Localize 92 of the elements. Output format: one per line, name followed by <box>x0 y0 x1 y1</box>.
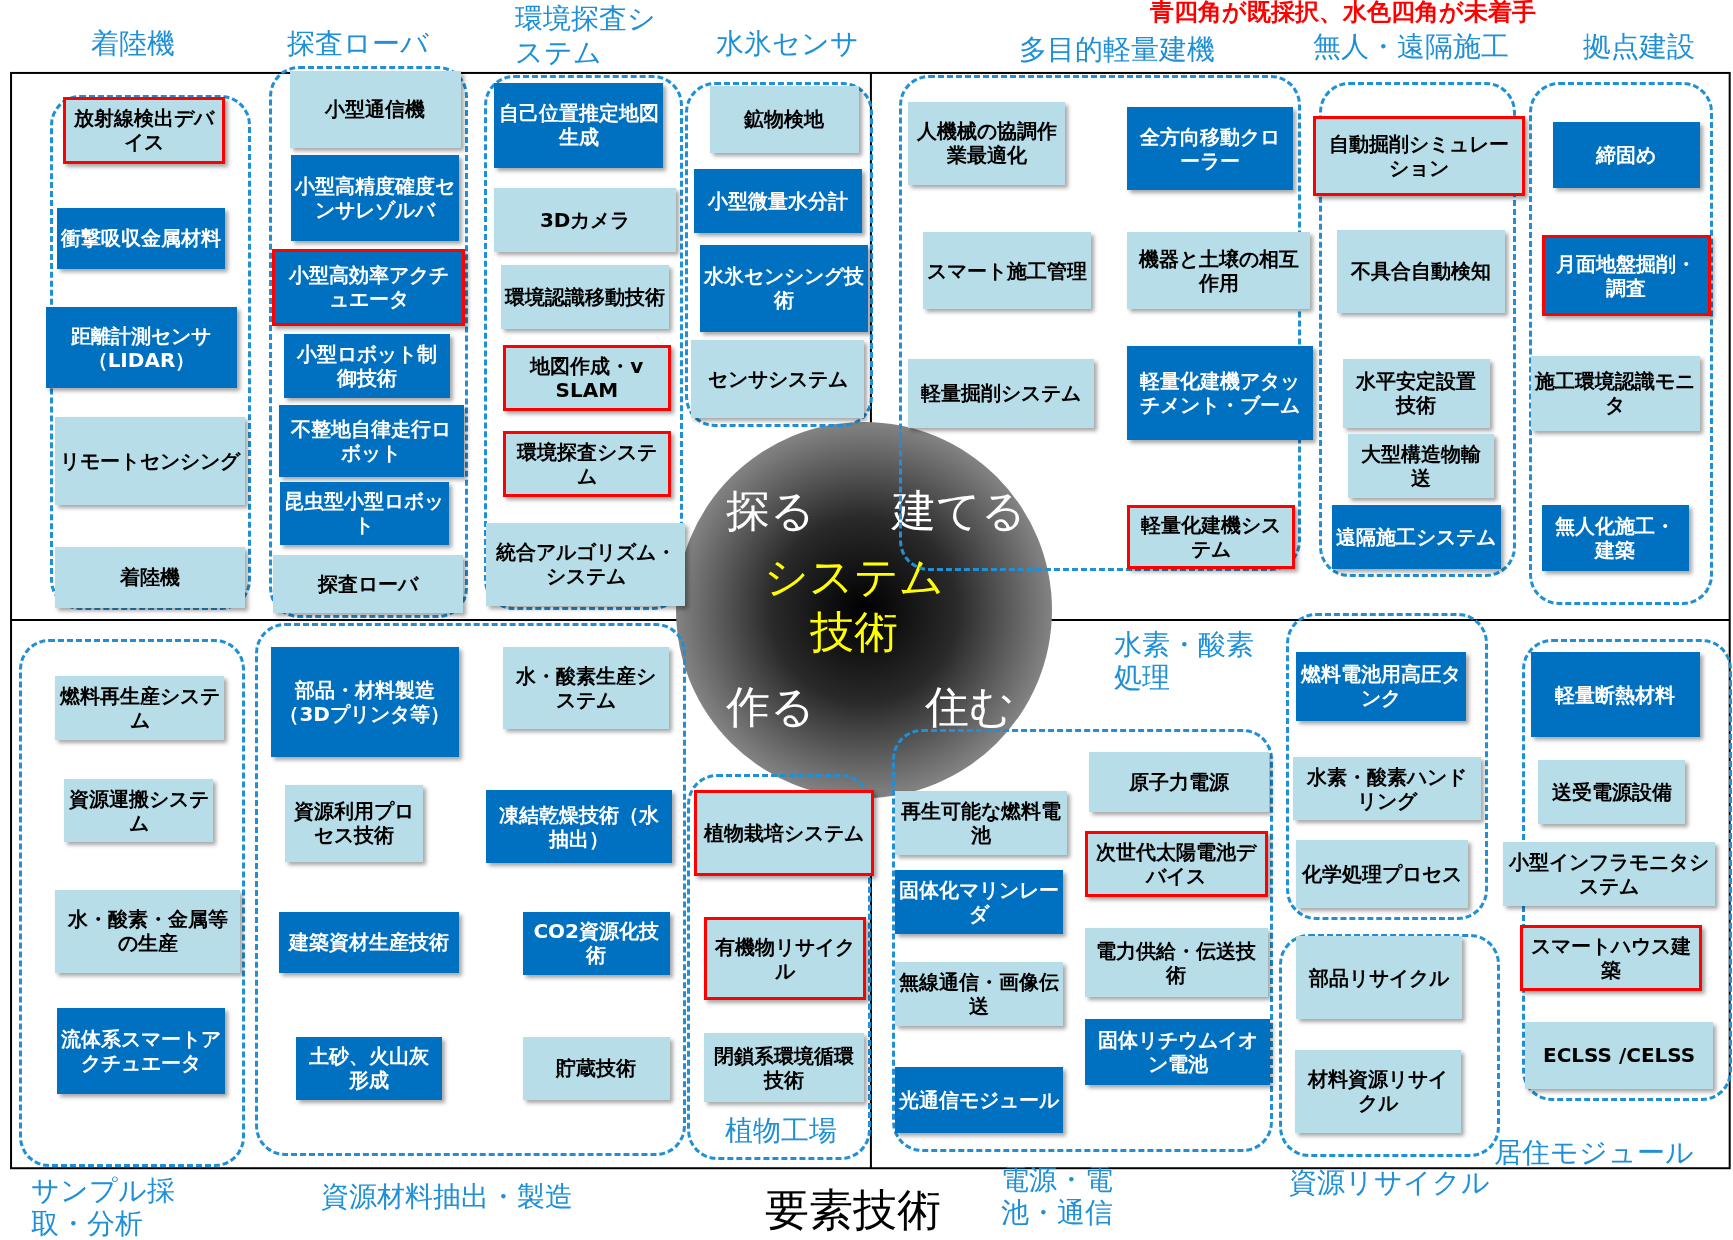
technology-box: ECLSS /CELSS <box>1525 1022 1714 1089</box>
group-label: 探査ローバ <box>287 26 431 61</box>
technology-box: 小型高精度確度センサレゾルバ <box>290 154 459 241</box>
group-label: 環境探査システム <box>515 2 657 70</box>
technology-box: 自動掘削シミュレーション <box>1313 116 1526 196</box>
technology-box: 原子力電源 <box>1088 751 1269 813</box>
technology-box: 締固め <box>1552 121 1700 188</box>
technology-box: 水氷センシング技術 <box>699 245 868 332</box>
dashed-group-frame <box>687 773 871 1161</box>
technology-box: 再生可能な燃料電池 <box>895 791 1067 856</box>
technology-box: 大型構造物輸送 <box>1348 434 1495 499</box>
technology-box: 昆虫型小型ロボット <box>279 481 449 545</box>
technology-box: 資源運搬システム <box>64 779 214 843</box>
technology-box: 光通信モジュール <box>895 1066 1064 1133</box>
technology-box: 固体リチウムイオン電池 <box>1085 1019 1270 1086</box>
technology-box: 小型通信機 <box>289 70 461 149</box>
group-label: 資源材料抽出・製造 <box>320 1180 574 1214</box>
group-label: 植物工場 <box>725 1114 838 1148</box>
group-label: 電源・電池・通信 <box>1001 1162 1115 1230</box>
technology-box: 部品・材料製造（3Dプリンタ等） <box>270 646 459 758</box>
technology-box: 統合アルゴリズム・システム <box>486 522 686 606</box>
technology-box: 閉鎖系環境循環技術 <box>704 1033 865 1102</box>
technology-box: 着陸機 <box>55 547 246 608</box>
technology-box: 小型微量水分計 <box>694 169 863 234</box>
technology-box: 無人化施工・建築 <box>1541 505 1689 572</box>
technology-box: 電力供給・伝送技術 <box>1085 928 1268 997</box>
technology-box: 水・酸素・金属等の生産 <box>55 889 240 973</box>
technology-box: 軽量断熱材料 <box>1530 652 1700 738</box>
bottom-title: 要素技術 <box>765 1188 941 1232</box>
technology-box: 遠隔施工システム <box>1331 505 1501 570</box>
technology-box: 地図作成・v SLAM <box>502 344 671 412</box>
technology-box: 施工環境認識モニタ <box>1530 355 1700 431</box>
technology-box: 流体系スマートアクチュエータ <box>57 1007 226 1095</box>
group-label: 居住モジュール <box>1494 1136 1696 1170</box>
technology-box: 部品リサイクル <box>1296 936 1463 1019</box>
technology-box: リモートセンシング <box>55 416 246 506</box>
technology-box: 次世代太陽電池デバイス <box>1085 831 1268 898</box>
technology-box: 資源利用プロセス技術 <box>285 784 424 863</box>
technology-box: スマート施工管理 <box>922 232 1091 310</box>
technology-box: 軽量掘削システム <box>908 359 1095 428</box>
technology-box: 月面地盤掘削・調査 <box>1541 235 1711 317</box>
hub-label: 作る <box>726 679 816 734</box>
technology-box: 植物栽培システム <box>694 790 875 877</box>
group-label: 拠点建設 <box>1582 29 1696 64</box>
group-label: 水氷センサ <box>716 26 861 61</box>
technology-box: センサシステム <box>690 340 865 418</box>
group-label: 資源リサイクル <box>1288 1166 1491 1200</box>
technology-box: 化学処理プロセス <box>1296 839 1468 909</box>
technology-box: スマートハウス建築 <box>1519 925 1703 992</box>
technology-box: 水素・酸素ハンドリング <box>1293 757 1481 821</box>
technology-box: 送受電源設備 <box>1538 760 1686 825</box>
technology-box: 小型高効率アクチュエータ <box>271 248 466 327</box>
hub-label: 探る <box>726 483 816 538</box>
technology-box: 鉱物検地 <box>709 86 859 153</box>
technology-box: 放射線検出デバイス <box>63 97 226 164</box>
technology-box: 自己位置推定地図生成 <box>494 82 664 168</box>
technology-box: 人機械の協調作業最適化 <box>908 101 1066 185</box>
technology-box: 軽量化建機アタッチメント・ブーム <box>1127 345 1313 440</box>
hub-label: システム技術 <box>763 550 946 660</box>
technology-box: 全方向移動クローラー <box>1127 107 1294 191</box>
technology-box: 探査ローバ <box>272 554 464 614</box>
technology-box: 燃料再生産システム <box>55 676 225 741</box>
technology-box: 環境探査システム <box>502 431 671 498</box>
group-label: 無人・遠隔施工 <box>1313 29 1510 64</box>
technology-box: 不具合自動検知 <box>1337 229 1506 313</box>
technology-box: 機器と土壌の相互作用 <box>1127 232 1310 310</box>
technology-box: 3Dカメラ <box>494 187 677 252</box>
hub-label: 建てる <box>891 483 1026 538</box>
technology-box: 無線通信・画像伝送 <box>895 961 1064 1026</box>
technology-box: 固体化マリンレーダ <box>895 869 1064 934</box>
technology-box: 軽量化建機システム <box>1127 505 1296 570</box>
technology-box: 衝撃吸収金属材料 <box>57 207 226 269</box>
technology-box: 不整地自律走行ロボット <box>278 404 465 478</box>
technology-box: 小型ロボット制御技術 <box>284 333 450 398</box>
technology-box: 凍結乾燥技術（水抽出） <box>486 790 672 864</box>
technology-box: 環境認識移動技術 <box>500 265 669 330</box>
technology-box: 土砂、火山灰形成 <box>296 1036 443 1100</box>
technology-box: CO2資源化技術 <box>522 911 670 975</box>
technology-box: 小型インフラモニタシステム <box>1503 842 1716 907</box>
group-label: サンプル採取・分析 <box>30 1173 176 1240</box>
group-label: 多目的軽量建機 <box>1019 33 1216 67</box>
technology-box: 建築資材生産技術 <box>278 911 459 973</box>
technology-box: 距離計測センサ（LIDAR） <box>46 307 237 388</box>
group-label: 着陸機 <box>90 26 176 61</box>
technology-box: 材料資源リサイクル <box>1295 1049 1462 1133</box>
technology-box: 水・酸素生産システム <box>502 646 669 730</box>
technology-box: 水平安定設置技術 <box>1342 359 1490 428</box>
group-label: 水素・酸素処理 <box>1114 627 1256 695</box>
hub-label: 住む <box>925 679 1015 734</box>
technology-box: 燃料電池用高圧タンク <box>1296 652 1466 721</box>
technology-box: 貯蔵技術 <box>522 1036 670 1100</box>
technology-box: 有機物リサイクル <box>704 917 867 1001</box>
